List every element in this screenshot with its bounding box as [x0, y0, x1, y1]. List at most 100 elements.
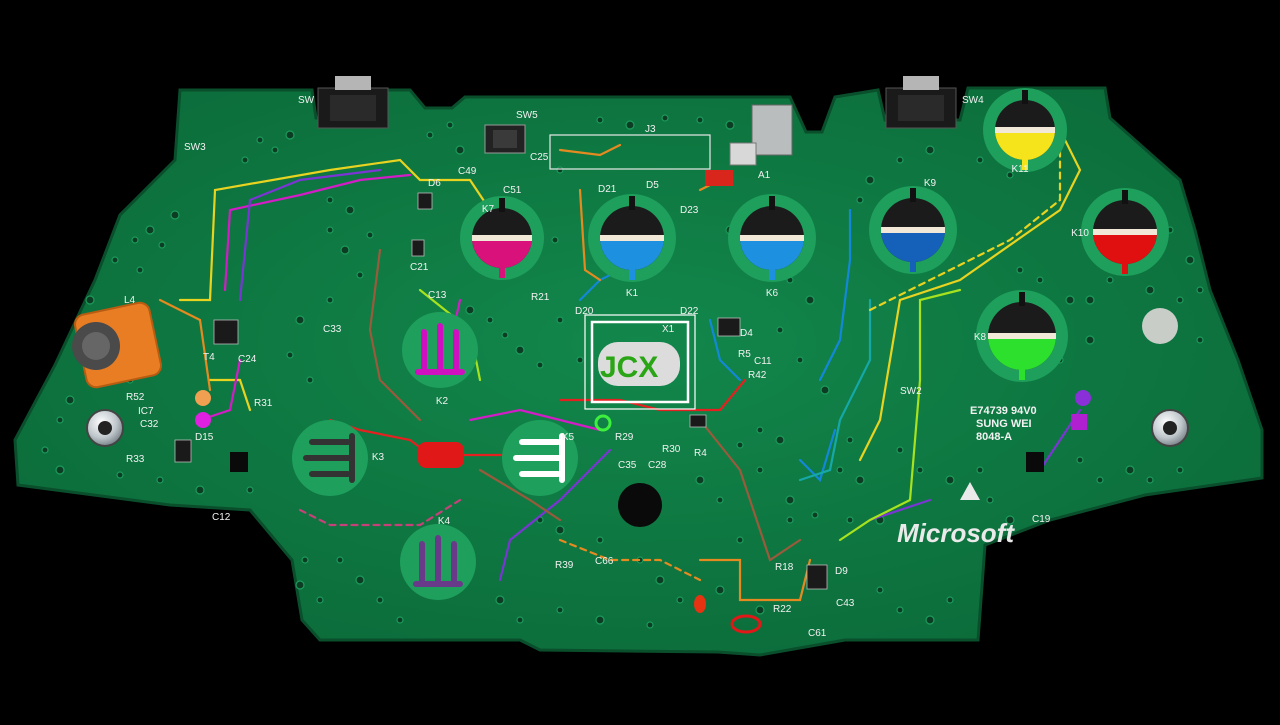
via-hole [556, 606, 564, 614]
marker-magenta [195, 412, 211, 428]
via-hole [625, 120, 635, 130]
contact-k9: K9 [869, 178, 957, 274]
via-hole [820, 385, 830, 395]
marker-orange [195, 390, 211, 406]
label-k1: K1 [626, 288, 639, 299]
via-hole [65, 395, 75, 405]
label-k3: K3 [372, 452, 385, 463]
via-hole [170, 210, 180, 220]
via-hole [1185, 255, 1195, 265]
via-hole [246, 486, 254, 494]
label-c13: C13 [428, 290, 447, 301]
via-hole [536, 361, 544, 369]
label-r42: R42 [748, 370, 767, 381]
via-hole [916, 466, 924, 474]
via-hole [1145, 285, 1155, 295]
label-r4: R4 [694, 448, 707, 459]
square-cutout-right [1026, 452, 1044, 472]
label-c11: C11 [754, 356, 772, 367]
label-k9: K9 [924, 178, 937, 189]
via-hole [715, 585, 725, 595]
via-hole [495, 595, 505, 605]
via-hole [695, 475, 705, 485]
via-hole [316, 596, 324, 604]
label-r52: R52 [126, 392, 145, 403]
label-sw5: SW5 [516, 110, 538, 121]
via-hole [551, 236, 559, 244]
label-c51: C51 [503, 185, 522, 196]
switch-sw4: SW4 [885, 76, 984, 129]
via-hole [896, 606, 904, 614]
mounting-holes [86, 308, 1189, 527]
dpad-k3: K3 [292, 420, 385, 496]
label-c19: C19 [1032, 514, 1051, 525]
via-hole [41, 446, 49, 454]
via-hole [556, 316, 564, 324]
via-hole [805, 295, 815, 305]
via-hole [595, 615, 605, 625]
via-hole [556, 166, 564, 174]
trace-yellow [178, 128, 1082, 462]
via-hole [446, 121, 454, 129]
via-hole [1176, 466, 1184, 474]
via-hole [896, 156, 904, 164]
trace-purple [238, 168, 1082, 582]
label-r5: R5 [738, 349, 751, 360]
dpad-k5: K5 [502, 420, 578, 496]
via-hole [156, 476, 164, 484]
via-hole [846, 516, 854, 524]
via-hole [976, 156, 984, 164]
via-hole [295, 315, 305, 325]
via-hole [356, 271, 364, 279]
switch-sw: SW [298, 76, 389, 129]
contact-k10: K10 [1071, 188, 1169, 276]
via-hole [576, 356, 584, 364]
via-hole [1076, 456, 1084, 464]
via-hole [158, 241, 166, 249]
trace-brown [368, 248, 802, 562]
label-k7: K7 [482, 204, 495, 215]
connector-a1 [705, 104, 793, 186]
via-hole [131, 236, 139, 244]
via-hole [455, 145, 465, 155]
label-d20: D20 [575, 306, 594, 317]
via-hole [145, 225, 155, 235]
highlighted-pad-orange [694, 595, 706, 613]
via-hole [596, 536, 604, 544]
ul-triangle-icon [960, 482, 980, 500]
label-c43: C43 [836, 598, 855, 609]
via-hole [241, 156, 249, 164]
label-d21: D21 [598, 184, 617, 195]
via-hole [756, 426, 764, 434]
label-k10: K10 [1071, 228, 1089, 239]
via-hole [1006, 171, 1014, 179]
label-d23: D23 [680, 205, 699, 216]
trace-dashed-orange [558, 538, 702, 582]
dpad-k2: K2 [402, 312, 478, 407]
via-hole [326, 196, 334, 204]
via-hole [345, 205, 355, 215]
via-hole [1106, 276, 1114, 284]
via-hole [1016, 266, 1024, 274]
via-hole [661, 114, 669, 122]
via-hole [326, 226, 334, 234]
label-d9: D9 [835, 566, 848, 577]
via-hole [1065, 295, 1075, 305]
via-hole [516, 616, 524, 624]
trace-teal [798, 298, 872, 482]
via-hole [755, 605, 765, 615]
via-hole [836, 466, 844, 474]
via-hole [336, 556, 344, 564]
via-hole [696, 116, 704, 124]
header-j3 [549, 134, 711, 170]
via-hole [596, 116, 604, 124]
via-hole [285, 130, 295, 140]
via-hole [776, 326, 784, 334]
label-r33: R33 [126, 454, 145, 465]
via-hole [56, 416, 64, 424]
marking-line1: E74739 94V0 [970, 405, 1037, 417]
via-hole [426, 131, 434, 139]
label-d15: D15 [195, 432, 214, 443]
via-hole [736, 441, 744, 449]
watermark-jcx: JCX [600, 351, 658, 384]
